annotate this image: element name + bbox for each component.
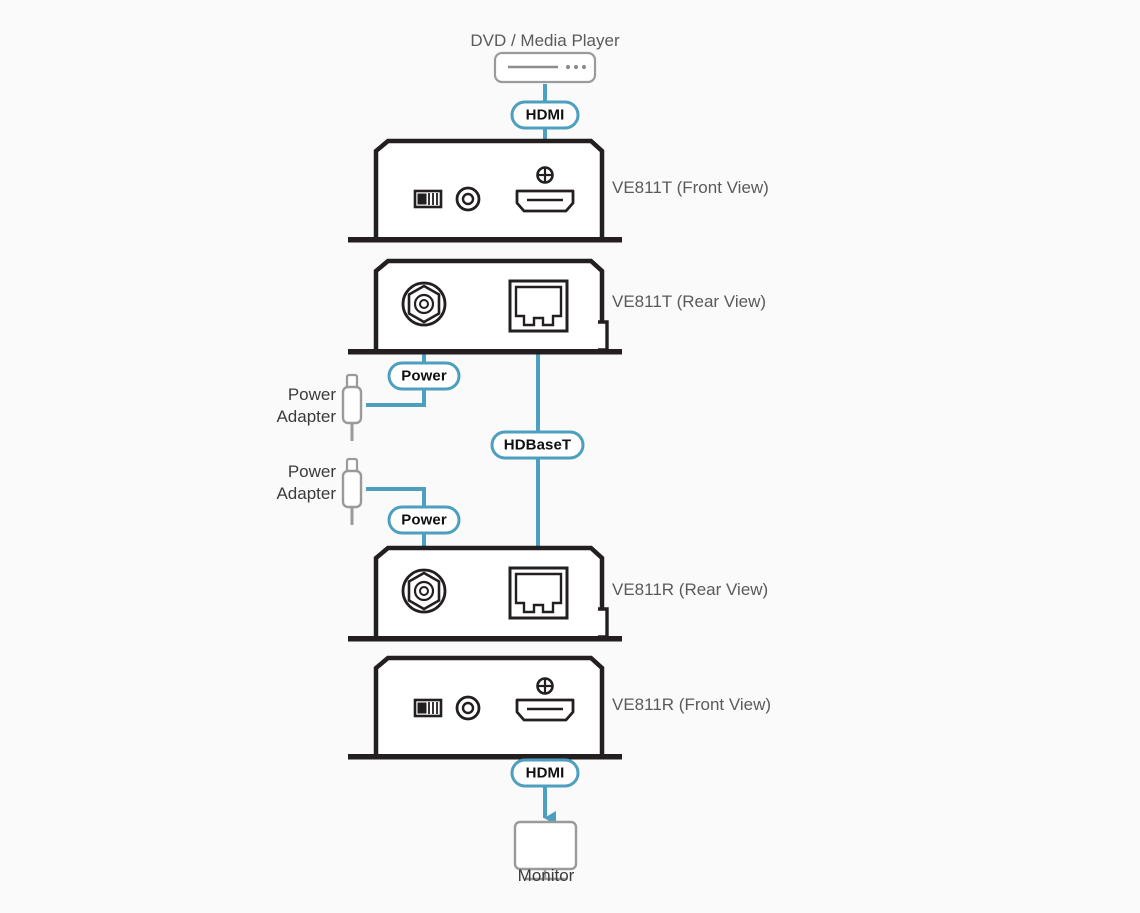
led-indicator-icon (455, 186, 481, 212)
badge-power-rx (387, 505, 461, 535)
node-ve811r-front[interactable] (348, 655, 622, 760)
media-player-dot (573, 64, 579, 70)
chassis-base (348, 754, 622, 760)
chassis-base (348, 349, 622, 355)
node-ve811r-rear[interactable] (348, 545, 622, 642)
adapter-barrel (341, 385, 363, 425)
screw-icon (536, 677, 554, 695)
node-power-adapter-bottom[interactable] (341, 457, 363, 525)
hdmi-port-icon (515, 698, 575, 722)
monitor-screen (513, 820, 578, 871)
dip-switch-icon (413, 189, 443, 209)
rj45-port-icon (508, 566, 569, 620)
power-adapter-bottom-label-line2: Adapter (276, 483, 336, 503)
node-media-player[interactable] (493, 51, 597, 84)
chassis-tab (598, 607, 609, 639)
node-ve811t-rear[interactable] (348, 258, 622, 355)
media-player-dot (581, 64, 587, 70)
rj45-port-icon (508, 279, 569, 333)
led-indicator-icon (455, 695, 481, 721)
ve811r-rear-label: VE811R (Rear View) (612, 580, 769, 599)
badge-pill (510, 100, 580, 130)
power-jack-icon (401, 281, 447, 327)
badge-pill (510, 758, 580, 788)
badge-hdmi-in (510, 100, 580, 130)
ve811r-front-label: VE811R (Front View) (612, 695, 772, 714)
chassis-base (348, 237, 622, 243)
power-adapter-top-label-line1: Power (287, 385, 336, 404)
ve811t-rear-label: VE811T (Rear View) (612, 292, 767, 311)
badge-hdmi-out (510, 758, 580, 788)
power-adapter-bottom-label-line1: Power (287, 462, 336, 481)
power-adapter-top-label: Power Adapter (276, 384, 336, 428)
media-player-label: DVD / Media Player (470, 31, 620, 50)
badge-pill (387, 361, 461, 391)
node-monitor[interactable] (513, 820, 578, 881)
adapter-barrel (341, 469, 363, 509)
chassis-base (348, 636, 622, 642)
node-power-adapter-top[interactable] (341, 373, 363, 441)
node-ve811t-front[interactable] (348, 138, 622, 243)
badge-pill (490, 430, 585, 460)
dip-switch-icon (413, 698, 443, 718)
power-adapter-top-label-line2: Adapter (276, 406, 336, 426)
badge-power-tx (387, 361, 461, 391)
power-jack-icon (401, 568, 447, 614)
badge-hdbaset (490, 430, 585, 460)
media-player-dot (565, 64, 571, 70)
monitor-label: Monitor (517, 866, 575, 885)
hdmi-port-icon (515, 189, 575, 213)
badge-pill (387, 505, 461, 535)
chassis-outline (373, 138, 605, 240)
power-adapter-bottom-label: Power Adapter (276, 461, 336, 505)
screw-icon (536, 166, 554, 184)
chassis-tab (598, 320, 609, 352)
ve811t-front-label: VE811T (Front View) (612, 178, 769, 197)
